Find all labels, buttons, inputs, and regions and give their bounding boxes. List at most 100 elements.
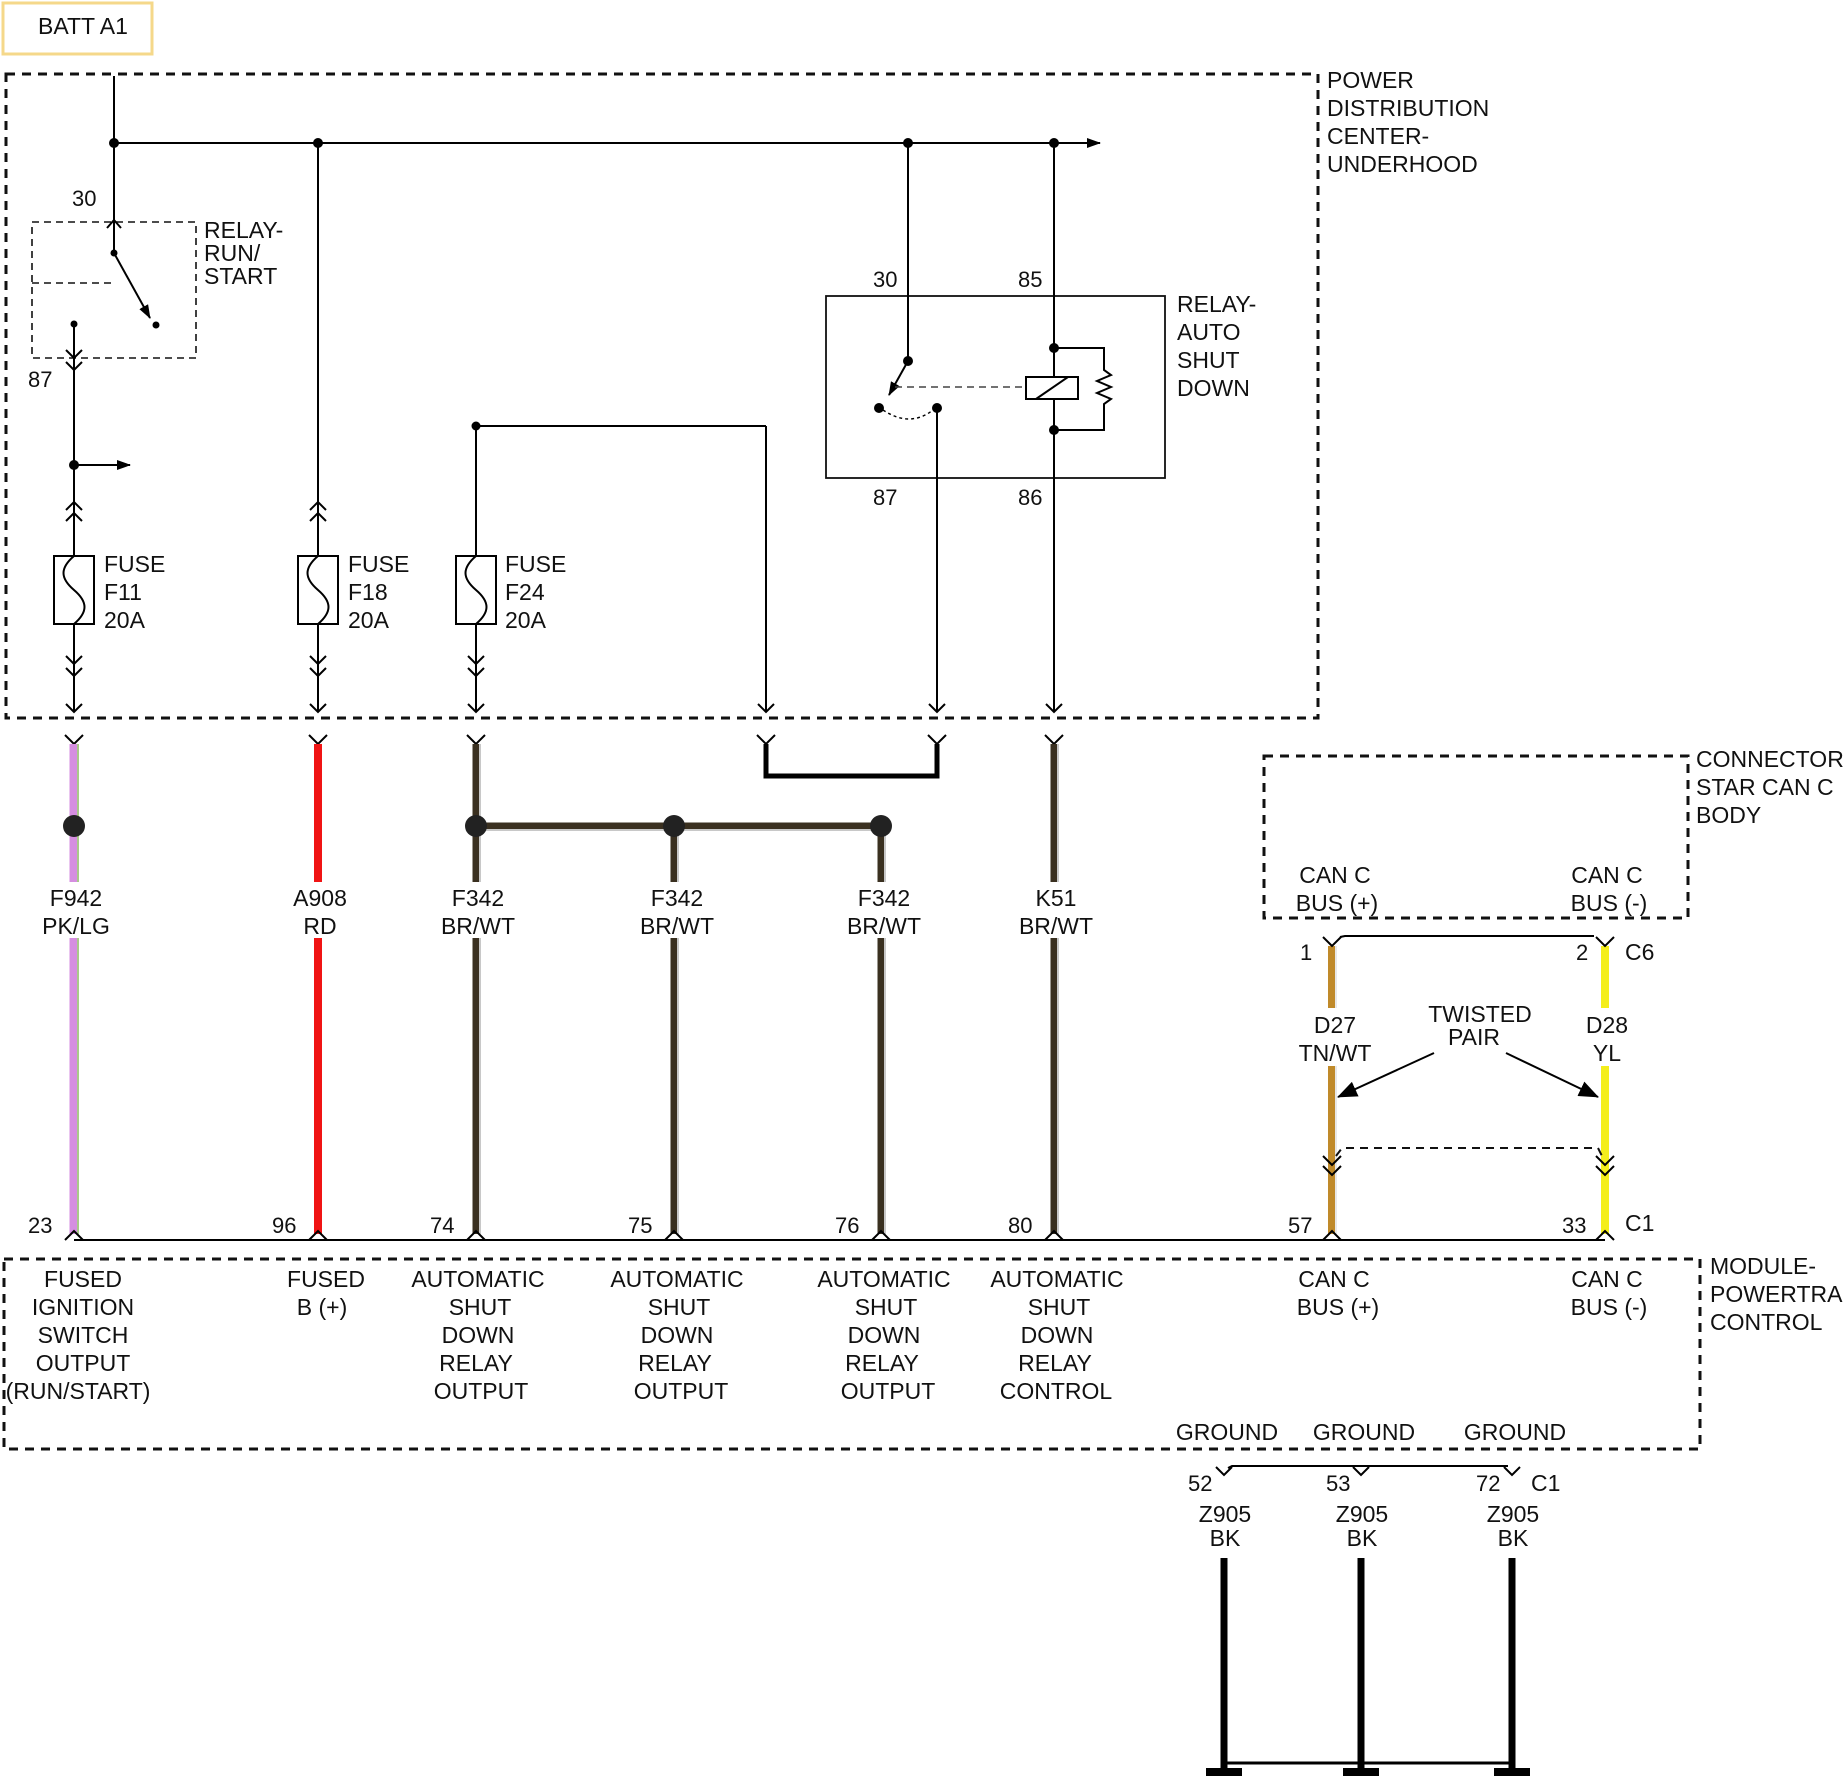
- func-23-line-4: OUTPUT: [36, 1350, 131, 1376]
- fuse-f18-line-3: 20A: [348, 607, 390, 633]
- pdc-label-line-2: DISTRIBUTION: [1327, 95, 1489, 121]
- ground-72-color: BK: [1498, 1525, 1529, 1551]
- star-connector-label-1: CONNECTOR-: [1696, 746, 1844, 772]
- c6-pin-2: 2: [1576, 940, 1588, 965]
- ground-label-72: GROUND: [1464, 1419, 1566, 1445]
- relay-asd-label-2: AUTO: [1177, 319, 1240, 345]
- twisted-pair-label-1: TWISTED: [1428, 1001, 1532, 1027]
- func-74-line-1: AUTOMATIC: [411, 1266, 544, 1292]
- relay-asd-pin-30: 30: [873, 267, 897, 292]
- wire-k51-circuit: K51: [1036, 885, 1077, 911]
- func-75-line-2: SHUT: [648, 1294, 711, 1320]
- relay-asd-pin-85: 85: [1018, 267, 1042, 292]
- ground-52-circuit: Z905: [1199, 1501, 1251, 1527]
- c6-connector-name: C6: [1625, 939, 1654, 965]
- fuse-f11-line-3: 20A: [104, 607, 146, 633]
- func-57-line-2: BUS (+): [1297, 1294, 1379, 1320]
- relay-run-start-pin-30: 30: [72, 186, 96, 211]
- func-80-line-5: CONTROL: [1000, 1378, 1113, 1404]
- star-can-minus-label-1: CAN C: [1571, 862, 1643, 888]
- wire-f342-a-circuit: F342: [452, 885, 504, 911]
- func-96-line-2: B (+): [297, 1294, 347, 1320]
- func-80-line-2: SHUT: [1028, 1294, 1091, 1320]
- func-80-line-4: RELAY: [1018, 1350, 1092, 1376]
- fuse-f11-line-1: FUSE: [104, 551, 165, 577]
- fuse-f24-line-3: 20A: [505, 607, 547, 633]
- pcm-pin-75: 75: [628, 1213, 652, 1238]
- wire-f342-b-circuit: F342: [651, 885, 703, 911]
- pcm-pin-23: 23: [28, 1213, 52, 1238]
- func-75-line-5: OUTPUT: [634, 1378, 729, 1404]
- ground-52-color: BK: [1210, 1525, 1241, 1551]
- relay-run-start-label-2: RUN/: [204, 240, 261, 266]
- twisted-pair-label-2: PAIR: [1448, 1024, 1500, 1050]
- func-23-line-3: SWITCH: [38, 1322, 129, 1348]
- ground-pin-52: 52: [1188, 1471, 1212, 1496]
- star-can-plus-label-1: CAN C: [1299, 862, 1371, 888]
- func-33-line-2: BUS (-): [1571, 1294, 1648, 1320]
- fuse-f11-line-2: F11: [104, 579, 142, 605]
- harness-wires: [63, 744, 1059, 1234]
- func-76-line-2: SHUT: [855, 1294, 918, 1320]
- relay-run-start: 30 87 RELAY- RUN/ START: [28, 143, 283, 470]
- func-80-line-1: AUTOMATIC: [990, 1266, 1123, 1292]
- pcm-pin-33: 33: [1562, 1213, 1586, 1238]
- fuse-f24-line-1: FUSE: [505, 551, 566, 577]
- func-76-line-1: AUTOMATIC: [817, 1266, 950, 1292]
- pdc-enclosure: [4, 72, 1320, 720]
- pcm-pin-74: 74: [430, 1213, 454, 1238]
- pcm-label-3: CONTROL: [1710, 1309, 1823, 1335]
- func-75-line-1: AUTOMATIC: [610, 1266, 743, 1292]
- fuse-f11: FUSE F11 20A: [53, 465, 165, 714]
- func-75-line-3: DOWN: [641, 1322, 714, 1348]
- relay-run-start-label-1: RELAY-: [204, 217, 283, 243]
- pcm-label-2: POWERTRAIN: [1710, 1281, 1844, 1307]
- func-96-line-1: FUSED: [287, 1266, 365, 1292]
- wire-f342-c-color: BR/WT: [847, 913, 921, 939]
- fuse-f18: FUSE F18 20A: [297, 143, 409, 714]
- star-can-plus-label-2: BUS (+): [1296, 890, 1378, 916]
- func-23-line-5: (RUN/START): [6, 1378, 151, 1404]
- func-74-line-2: SHUT: [449, 1294, 512, 1320]
- ground-53-circuit: Z905: [1336, 1501, 1388, 1527]
- func-23-line-1: FUSED: [44, 1266, 122, 1292]
- star-connector-label-2: STAR CAN C: [1696, 774, 1834, 800]
- pcm-connector-c1: 23 96 74 75 76 80 57 33 C1: [28, 1210, 1654, 1241]
- c6-pin-1: 1: [1300, 940, 1312, 965]
- can-wires: D27 TN/WT D28 YL TWISTED PAIR 1 2 C6: [1299, 935, 1654, 1234]
- func-75-line-4: RELAY: [638, 1350, 712, 1376]
- fuse-f24: FUSE F24 20A: [455, 421, 775, 714]
- battery-feed-label: BATT A1: [1, 1, 154, 56]
- wire-a908-color: RD: [303, 913, 336, 939]
- main-bus: [109, 76, 1101, 148]
- wire-d28-color: YL: [1593, 1040, 1621, 1066]
- wire-f942-color: PK/LG: [42, 913, 110, 939]
- pdc-label: POWER DISTRIBUTION CENTER- UNDERHOOD: [1327, 67, 1489, 177]
- relay-run-start-pin-87: 87: [28, 367, 52, 392]
- wire-f342-a-color: BR/WT: [441, 913, 515, 939]
- pdc-label-line-3: CENTER-: [1327, 123, 1429, 149]
- pcm-label-1: MODULE-: [1710, 1253, 1816, 1279]
- ground-72-circuit: Z905: [1487, 1501, 1539, 1527]
- pcm-pin-57: 57: [1288, 1213, 1312, 1238]
- relay-asd-label-1: RELAY-: [1177, 291, 1256, 317]
- wire-k51-color: BR/WT: [1019, 913, 1093, 939]
- battery-label-text: BATT A1: [38, 13, 128, 39]
- func-23-line-2: IGNITION: [32, 1294, 134, 1320]
- fuse-f18-line-2: F18: [348, 579, 388, 605]
- ground-label-53: GROUND: [1313, 1419, 1415, 1445]
- fuse-f24-line-2: F24: [505, 579, 545, 605]
- wire-f342-b-color: BR/WT: [640, 913, 714, 939]
- func-33-line-1: CAN C: [1571, 1266, 1643, 1292]
- func-74-line-4: RELAY: [439, 1350, 513, 1376]
- pdc-connector-pins: [64, 734, 1064, 779]
- pcm-pin-80: 80: [1008, 1213, 1032, 1238]
- pdc-label-line-4: UNDERHOOD: [1327, 151, 1478, 177]
- ground-c1-connector-name: C1: [1531, 1470, 1560, 1496]
- powertrain-control-module: MODULE- POWERTRAIN CONTROL FUSED IGNITIO…: [2, 1253, 1844, 1451]
- fuse-f18-line-1: FUSE: [348, 551, 409, 577]
- relay-auto-shut-down: 30 85 87 86 RELAY- AUTO SHUT DOWN: [825, 143, 1256, 714]
- wire-d27-circuit: D27: [1314, 1012, 1356, 1038]
- wire-a908-circuit: A908: [293, 885, 347, 911]
